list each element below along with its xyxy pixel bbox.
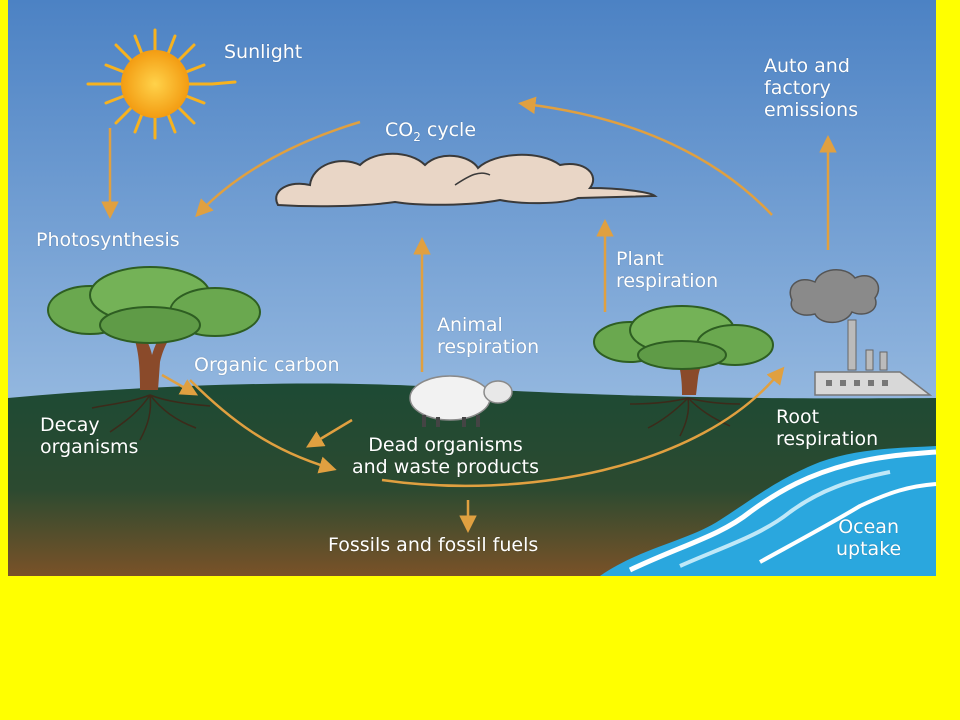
label-animal-respiration: Animal respiration xyxy=(437,314,540,358)
sun-icon xyxy=(86,28,237,140)
arrow-organic-to-decay xyxy=(161,373,199,396)
arrow-to-dead-organisms xyxy=(305,418,353,448)
co2-subscript: 2 xyxy=(413,129,421,144)
arrow-co2-to-photosynthesis xyxy=(195,120,361,218)
label-organic-carbon: Organic carbon xyxy=(194,354,340,376)
label-decay-organisms: Decay organisms xyxy=(40,414,139,458)
ocean xyxy=(600,446,937,576)
label-root-respiration: Root respiration xyxy=(776,406,879,450)
cycle-arrows xyxy=(101,96,837,533)
co2-suffix: cycle xyxy=(420,119,477,141)
arrow-decay-to-dead xyxy=(189,379,337,474)
factory-icon xyxy=(789,269,933,396)
label-ocean-uptake: Ocean uptake xyxy=(836,516,902,560)
arrow-emissions-to-co2 xyxy=(518,96,773,216)
label-co2-cycle: CO2 cycle xyxy=(385,97,476,148)
co2-prefix: CO xyxy=(385,119,414,141)
tree-right-icon xyxy=(593,305,774,437)
label-plant-respiration: Plant respiration xyxy=(616,248,719,292)
label-dead-organisms: Dead organisms and waste products xyxy=(352,434,540,478)
arrow-dead-to-root xyxy=(381,366,785,488)
label-photosynthesis: Photosynthesis xyxy=(36,229,180,251)
label-auto-emissions: Auto and factory emissions xyxy=(764,55,859,121)
cloud-icon xyxy=(275,152,658,208)
label-fossils: Fossils and fossil fuels xyxy=(328,534,539,556)
label-sunlight: Sunlight xyxy=(224,41,303,63)
sheep-icon xyxy=(409,375,513,427)
tree-left-icon xyxy=(47,266,261,441)
